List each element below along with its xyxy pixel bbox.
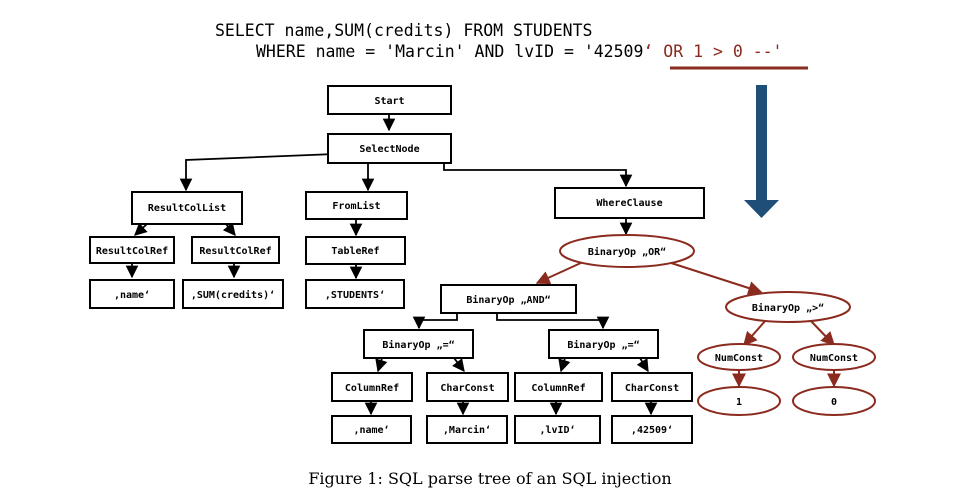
node-result-col-list-label: ResultColList <box>148 202 226 214</box>
node-where-clause-label: WhereClause <box>596 198 662 209</box>
node-binop-eq-2: BinaryOp „=“ <box>548 329 659 359</box>
leaf-students: ,STUDENTS‘ <box>305 279 405 309</box>
figure-caption: Figure 1: SQL parse tree of an SQL injec… <box>308 469 671 488</box>
node-column-ref-1-label: ColumnRef <box>345 383 399 394</box>
node-binop-and: BinaryOp „AND“ <box>440 284 577 314</box>
injection-edges <box>535 261 841 388</box>
node-table-ref-label: TableRef <box>331 246 379 257</box>
node-binop-eq-1-label: BinaryOp „=“ <box>382 339 454 351</box>
leaf-zero-label: 0 <box>831 397 837 408</box>
tree-nodes: Start SelectNode ResultColList FromList … <box>89 85 705 444</box>
node-table-ref: TableRef <box>305 236 406 265</box>
node-num-const-1-label: NumConst <box>715 353 763 364</box>
query-line-2: WHERE name = 'Marcin' AND lvID = '42509‘… <box>256 42 783 61</box>
tree-edges <box>125 114 658 416</box>
leaf-students-label: ,STUDENTS‘ <box>325 290 385 301</box>
leaf-marcin-label: ,Marcin‘ <box>443 424 491 436</box>
node-binop-or: BinaryOp „OR“ <box>559 234 695 268</box>
node-column-ref-2: ColumnRef <box>514 372 603 402</box>
leaf-lvid: ,lvID‘ <box>514 415 601 444</box>
node-from-list-label: FromList <box>332 200 380 212</box>
leaf-42509: ,42509‘ <box>611 415 693 444</box>
big-down-arrow-icon <box>744 85 779 218</box>
leaf-name-2-label: ,name‘ <box>353 425 389 436</box>
leaf-one: 1 <box>697 386 781 416</box>
node-result-col-ref-1-label: ResultColRef <box>96 246 168 257</box>
node-start-label: Start <box>374 96 404 107</box>
node-binop-gt: BinaryOp „>“ <box>725 291 851 323</box>
query-line-1: SELECT name,SUM(credits) FROM STUDENTS <box>215 21 593 40</box>
leaf-42509-label: ,42509‘ <box>631 425 673 436</box>
query-injection: ‘ OR 1 > 0 --' <box>643 42 782 61</box>
node-select-label: SelectNode <box>359 144 419 155</box>
node-binop-and-label: BinaryOp „AND“ <box>466 294 550 306</box>
node-binop-eq-2-label: BinaryOp „=“ <box>567 339 639 351</box>
node-binop-eq-1: BinaryOp „=“ <box>363 329 474 359</box>
injection-nodes: BinaryOp „OR“ BinaryOp „>“ NumConst NumC… <box>559 234 876 416</box>
node-where-clause: WhereClause <box>554 187 705 219</box>
leaf-lvid-label: ,lvID‘ <box>539 425 575 436</box>
node-num-const-2: NumConst <box>792 343 876 371</box>
node-from-list: FromList <box>305 191 408 220</box>
node-start: Start <box>327 85 452 115</box>
leaf-sum-credits-label: ,SUM(credits)‘ <box>191 289 275 301</box>
node-char-const-2: CharConst <box>611 372 693 402</box>
node-num-const-2-label: NumConst <box>810 353 858 364</box>
node-column-ref-1: ColumnRef <box>331 372 413 402</box>
leaf-sum-credits: ,SUM(credits)‘ <box>182 279 284 309</box>
node-result-col-ref-2-label: ResultColRef <box>199 246 271 257</box>
leaf-name-1-label: ,name‘ <box>114 290 150 301</box>
node-binop-or-label: BinaryOp „OR“ <box>588 246 666 258</box>
node-column-ref-2-label: ColumnRef <box>531 383 585 394</box>
node-char-const-2-label: CharConst <box>625 383 679 394</box>
node-binop-gt-label: BinaryOp „>“ <box>752 302 824 314</box>
query-line-2-prefix: WHERE name = 'Marcin' AND lvID = '42509 <box>256 42 643 61</box>
node-result-col-ref-2: ResultColRef <box>191 236 280 264</box>
leaf-one-label: 1 <box>736 397 742 408</box>
sql-query: SELECT name,SUM(credits) FROM STUDENTS W… <box>215 21 808 70</box>
node-select: SelectNode <box>327 133 452 164</box>
leaf-marcin: ,Marcin‘ <box>426 415 508 444</box>
leaf-name-2: ,name‘ <box>331 415 412 444</box>
leaf-name-1: ,name‘ <box>89 279 175 309</box>
node-char-const-1: CharConst <box>426 372 509 402</box>
leaf-zero: 0 <box>792 386 876 416</box>
node-num-const-1: NumConst <box>697 343 781 371</box>
node-char-const-1-label: CharConst <box>440 383 494 394</box>
node-result-col-list: ResultColList <box>131 191 243 225</box>
node-result-col-ref-1: ResultColRef <box>89 236 175 264</box>
